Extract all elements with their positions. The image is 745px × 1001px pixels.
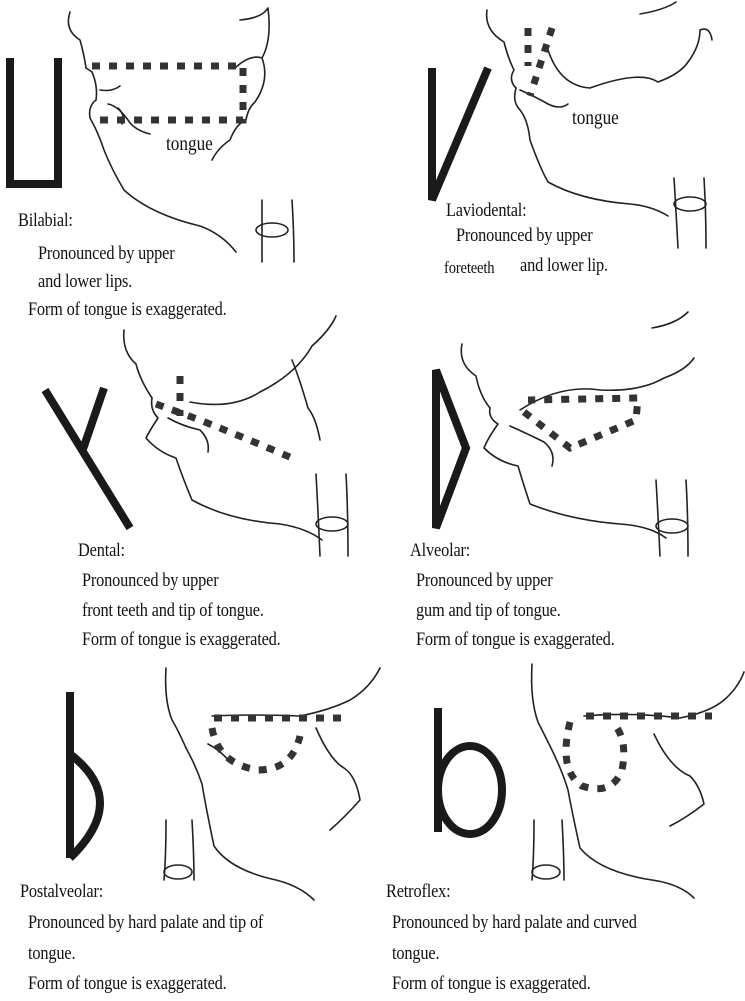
labiodental-lip-dashes [530, 28, 552, 96]
labiodental-desc-line-1: Pronounced by upper [456, 226, 593, 245]
retroflex-desc-line-3: Form of tongue is exaggerated. [392, 974, 591, 993]
bilabial-desc-line-2: and lower lips. [38, 272, 132, 291]
bilabial-tongue-label: tongue [166, 133, 213, 156]
labiodental-desc-line-2a: foreteeth [444, 259, 494, 276]
alveolar-figure [436, 312, 694, 556]
dental-title: Dental: [78, 541, 125, 560]
alveolar-glyph [436, 370, 466, 528]
labiodental-desc-line-2b: and lower lip. [520, 256, 608, 275]
dental-figure [45, 316, 348, 556]
bilabial-tongue-dashes [92, 66, 243, 120]
retroflex-title: Retroflex: [386, 882, 451, 901]
postalveolar-tongue-dashes [212, 728, 300, 770]
labiodental-title: Laviodental: [446, 201, 527, 220]
labiodental-glyph [432, 68, 488, 200]
postalveolar-glyph [70, 692, 100, 858]
alveolar-desc-line-2: gum and tip of tongue. [416, 601, 561, 620]
dental-desc-line-3: Form of tongue is exaggerated. [82, 630, 281, 649]
bilabial-desc-line-3: Form of tongue is exaggerated. [28, 300, 227, 319]
dental-desc-line-1: Pronounced by upper [82, 571, 219, 590]
postalveolar-desc-line-3: Form of tongue is exaggerated. [28, 974, 227, 993]
alveolar-title: Alveolar: [410, 541, 470, 560]
retroflex-glyph [438, 708, 502, 834]
bilabial-title: Bilabial: [18, 211, 73, 230]
postalveolar-head-outline [164, 668, 380, 900]
alveolar-desc-line-1: Pronounced by upper [416, 571, 553, 590]
alveolar-head-outline [461, 312, 694, 556]
dental-tongue-dashes [156, 404, 292, 458]
postalveolar-desc-line-1: Pronounced by hard palate and tip of [28, 913, 263, 932]
alveolar-desc-line-3: Form of tongue is exaggerated. [416, 630, 615, 649]
retroflex-desc-line-1: Pronounced by hard palate and curved [392, 913, 637, 932]
postalveolar-desc-line-2: tongue. [28, 944, 75, 963]
bilabial-glyph [10, 58, 58, 184]
dental-desc-line-2: front teeth and tip of tongue. [82, 601, 264, 620]
postalveolar-figure [70, 668, 380, 900]
labiodental-tongue-label: tongue [572, 107, 619, 130]
retroflex-figure [438, 664, 744, 898]
retroflex-desc-line-2: tongue. [392, 944, 439, 963]
retroflex-tongue-dashes [566, 722, 624, 789]
postalveolar-title: Postalveolar: [20, 882, 103, 901]
bilabial-desc-line-1: Pronounced by upper [38, 244, 175, 263]
dental-glyph [45, 388, 130, 528]
retroflex-head-outline [532, 664, 744, 898]
